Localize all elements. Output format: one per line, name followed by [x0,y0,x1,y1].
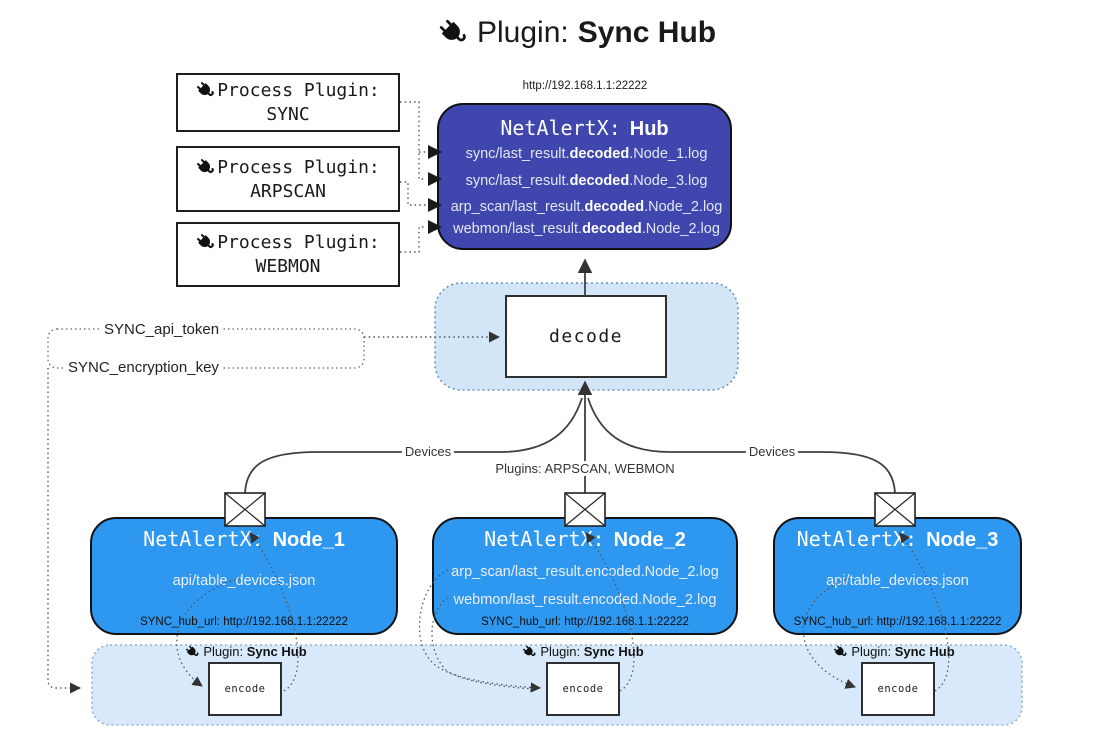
node-hub-url: SYNC_hub_url: http://192.168.1.1:22222 [140,616,348,628]
edge-label-plugins: Plugins: ARPSCAN, WEBMON [492,461,678,476]
process-plugin-label: Process Plugin: [217,80,380,101]
node-file-line: webmon/last_result.encoded.Node_2.log [453,592,717,608]
webmon-to-hub-connector [400,226,426,253]
decode-box: decode [505,295,667,378]
plug-icon [834,645,847,656]
process-plugin-label: Process Plugin: [217,156,380,178]
encode-box: encode [546,662,620,716]
plug-icon [197,158,215,173]
node-file-line: api/table_devices.json [826,573,969,589]
plug-icon [439,19,466,42]
process-plugin-name: ARPSCAN [250,180,326,202]
node-3-box: NetAlertX:Node_3 api/table_devices.json … [773,517,1022,635]
process-plugin-name: WEBMON [255,256,321,277]
hub-log-line: webmon/last_result.decoded.Node_2.log [453,221,720,237]
hub-log-line: sync/last_result.decoded.Node_1.log [465,146,708,162]
process-plugin-name: SYNC [266,104,310,125]
hub-log-line: arp_scan/last_result.decoded.Node_2.log [450,199,723,215]
page-title: Plugin: Sync Hub [438,16,716,50]
hub-url: http://192.168.1.1:22222 [522,80,648,92]
node-title: NetAlertX:Node_3 [796,527,999,551]
secrets-to-band-connector [47,368,82,694]
band-plugin-label: Plugin: Sync Hub [833,644,955,659]
node-1-box: NetAlertX:Node_1 api/table_devices.json … [90,517,398,635]
title-name: Sync Hub [577,16,717,49]
node-hub-url: SYNC_hub_url: http://192.168.1.1:22222 [481,616,689,628]
node-file-line: arp_scan/last_result.encoded.Node_2.log [451,564,719,580]
arpscan-to-hub-connector [400,181,426,206]
edge-label-devices-left: Devices [401,444,455,459]
plug-icon [523,645,536,656]
hub-title-name: Hub [629,118,669,140]
band-plugin-label: Plugin: Sync Hub [522,644,644,659]
hub-log-line: sync/last_result.decoded.Node_3.log [465,173,708,189]
process-plugin-arpscan: Process Plugin: ARPSCAN [176,146,400,212]
process-plugin-sync: Process Plugin: SYNC [176,73,400,132]
hub-title-prefix: NetAlertX: [500,116,621,140]
sync-encryption-key-label: SYNC_encryption_key [64,359,223,376]
devices-right-edge [587,397,896,495]
encode-box: encode [861,662,935,716]
hub-box: NetAlertX: Hub sync/last_result.decoded.N… [437,103,732,250]
node-hub-url: SYNC_hub_url: http://192.168.1.1:22222 [793,616,1002,628]
edge-label-devices-right: Devices [745,444,799,459]
encode-box: encode [208,662,282,716]
plug-icon [186,645,199,656]
process-plugin-label: Process Plugin: [217,232,380,253]
sync-api-token-label: SYNC_api_token [100,321,224,338]
band-plugin-label: Plugin: Sync Hub [185,644,307,659]
process-plugin-webmon: Process Plugin: WEBMON [176,222,400,287]
hub-title: NetAlertX: Hub [439,116,730,141]
title-prefix: Plugin: [477,16,569,49]
sync-to-hub-connector [400,101,426,180]
plug-icon [197,234,215,248]
node-file-line: api/table_devices.json [172,573,316,589]
plug-icon [197,82,215,96]
node-2-box: NetAlertX:Node_2 arp_scan/last_result.en… [432,517,738,635]
node-title: NetAlertX:Node_1 [143,527,345,551]
node-title: NetAlertX:Node_2 [484,527,686,551]
